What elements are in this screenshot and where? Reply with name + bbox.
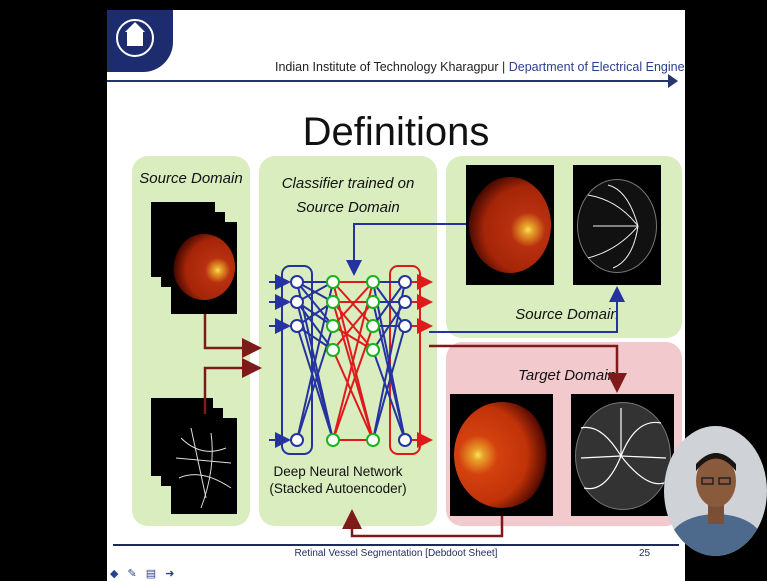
nn-caption: Deep Neural Network (Stacked Autoencoder… — [263, 463, 413, 497]
source-feedback-arrow — [354, 224, 466, 272]
nn-caption-line2: (Stacked Autoencoder) — [263, 480, 413, 497]
middle-weights — [333, 282, 373, 440]
vessel-input-arrow — [205, 368, 257, 414]
input-arrows — [269, 282, 287, 440]
output-to-target-arrow — [429, 346, 617, 388]
target-feedback-arrow — [352, 514, 502, 536]
presenter-video — [664, 426, 767, 556]
source-input-arrow — [205, 314, 257, 348]
footer-title: Retinal Vessel Segmentation [Debdoot She… — [107, 548, 685, 559]
slide: Indian Institute of Technology Kharagpur… — [107, 10, 685, 581]
output-to-source-arrow — [429, 290, 617, 332]
nn-caption-line1: Deep Neural Network — [263, 463, 413, 480]
page-number: 25 — [639, 548, 650, 559]
footer-rule — [113, 544, 679, 546]
slide-nav-icons[interactable]: ◆ ✎ ▤ ➜ — [110, 567, 177, 580]
